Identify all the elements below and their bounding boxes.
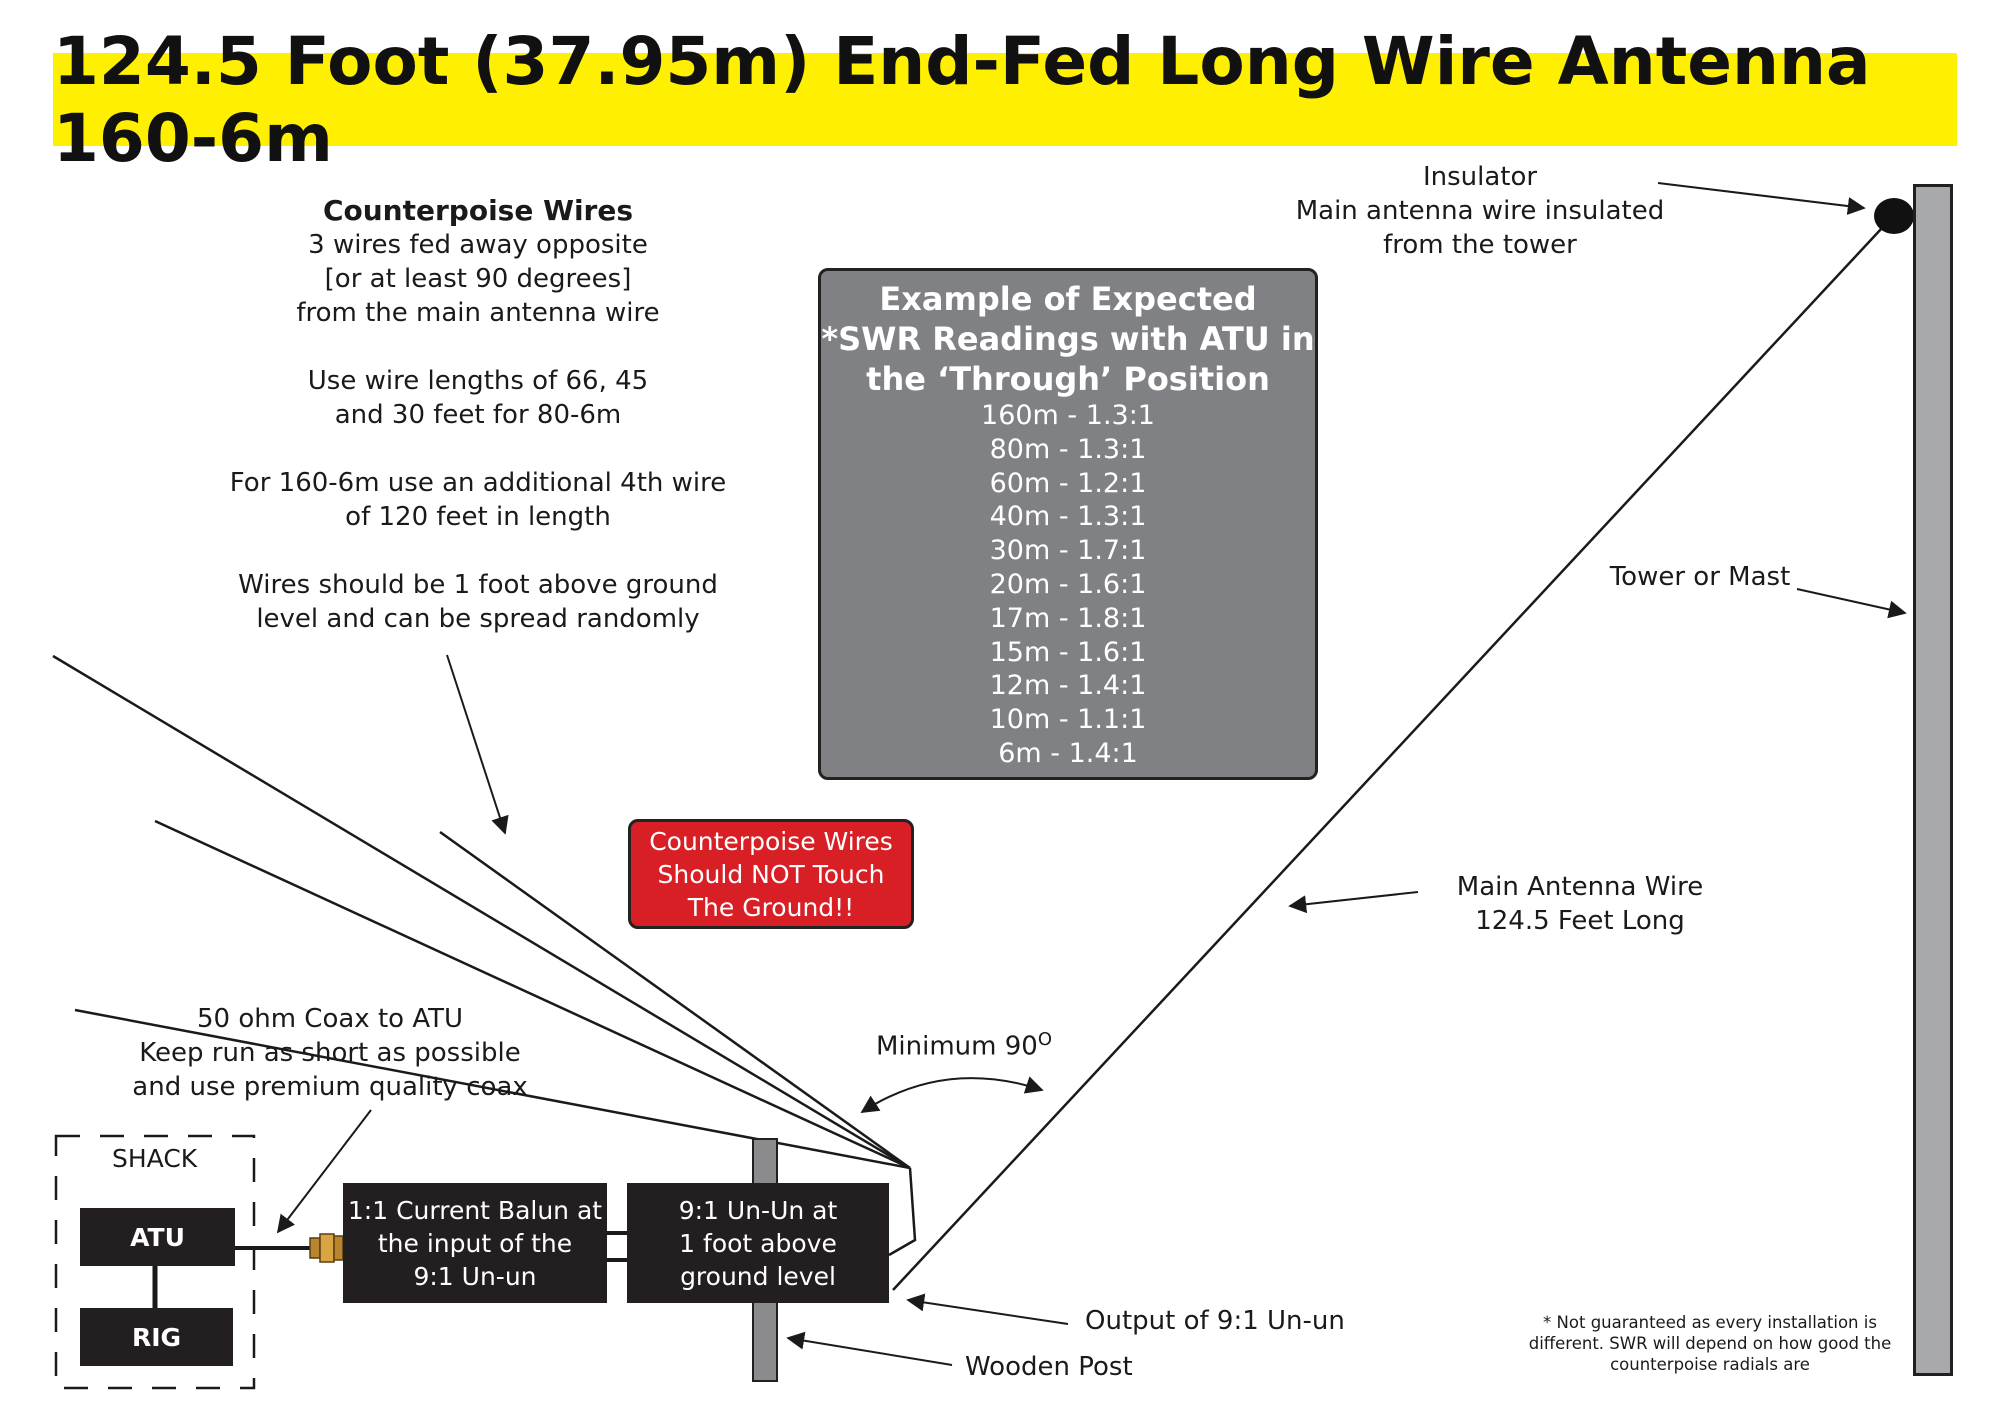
- swr-reading: 60m - 1.2:1: [989, 467, 1147, 499]
- balun-line: 9:1 Un-un: [413, 1261, 537, 1291]
- arrow-to-atu: [276, 1109, 372, 1234]
- coax-note: 50 ohm Coax to ATU Keep run as short as …: [110, 1002, 550, 1104]
- counterpoise-line: Use wire lengths of 66, 45: [307, 366, 649, 396]
- arrow-to-post: [786, 1331, 953, 1366]
- tower-mast: [1913, 184, 1953, 1376]
- coax-lines: [152, 1231, 627, 1308]
- disclaimer-line: different. SWR will depend on how good t…: [1528, 1334, 1892, 1353]
- post-label: Wooden Post: [965, 1352, 1133, 1382]
- counterpoise-line: and 30 feet for 80-6m: [334, 400, 622, 430]
- coax-note-line: 50 ohm Coax to ATU: [196, 1004, 464, 1034]
- swr-reading: 12m - 1.4:1: [989, 670, 1147, 702]
- swr-reading: 160m - 1.3:1: [981, 400, 1155, 431]
- counterpoise-line: For 160-6m use an additional 4th wire: [229, 468, 727, 498]
- main-wire-label-line: 124.5 Feet Long: [1475, 906, 1685, 936]
- swr-reading: 10m - 1.1:1: [989, 704, 1147, 736]
- arrow-to-main-wire: [1288, 891, 1419, 914]
- balun-box: 1:1 Current Balun at the input of the 9:…: [343, 1183, 607, 1303]
- swr-heading-line: *SWR Readings with ATU in: [821, 320, 1315, 358]
- angle-label: Minimum 90O: [876, 1029, 1052, 1062]
- arrow-to-tower: [1796, 588, 1907, 619]
- angle-label-text: Minimum 90: [876, 1031, 1038, 1062]
- counterpoise-wire-3: [439, 830, 911, 1170]
- main-wire-label-line: Main Antenna Wire: [1456, 872, 1704, 902]
- counterpoise-line: [178, 330, 778, 364]
- counterpoise-line: level and can be spread randomly: [256, 604, 700, 634]
- insulator-icon: [1874, 198, 1914, 234]
- shack-label: SHACK: [112, 1144, 198, 1173]
- swr-reading: 30m - 1.7:1: [989, 535, 1147, 567]
- unun-box: 9:1 Un-Un at 1 foot above ground level: [627, 1183, 889, 1303]
- page-title: 124.5 Foot (37.95m) End-Fed Long Wire An…: [53, 22, 1871, 177]
- tower-label: Tower or Mast: [1609, 562, 1791, 592]
- counterpoise-line: from the main antenna wire: [296, 298, 660, 328]
- degree-symbol: O: [1037, 1029, 1053, 1050]
- counterpoise-wire-2: [154, 819, 911, 1170]
- swr-reading: 6m - 1.4:1: [998, 737, 1138, 769]
- disclaimer-line: counterpoise radials are: [1610, 1355, 1810, 1374]
- unun-line: 9:1 Un-Un at: [678, 1195, 838, 1225]
- counterpoise-line: of 120 feet in length: [345, 502, 611, 532]
- insulator-line: from the tower: [1383, 230, 1577, 260]
- insulator-line: Main antenna wire insulated: [1295, 196, 1665, 226]
- main-wire-label: Main Antenna Wire 124.5 Feet Long: [1420, 870, 1740, 938]
- counterpoise-wire-1: [52, 654, 911, 1170]
- swr-heading-line: the ‘Through’ Position: [866, 360, 1270, 398]
- swr-reading: 15m - 1.6:1: [989, 636, 1147, 668]
- balun-line: 1:1 Current Balun at: [347, 1195, 603, 1225]
- arrow-to-counterpoise: [446, 654, 509, 835]
- coax-note-line: Keep run as short as possible: [139, 1038, 521, 1068]
- main-antenna-wire: [892, 227, 1883, 1291]
- disclaimer: * Not guaranteed as every installation i…: [1510, 1312, 1910, 1375]
- counterpoise-line: [178, 534, 778, 568]
- swr-heading-line: Example of Expected: [879, 280, 1257, 318]
- balun-line: the input of the: [377, 1228, 573, 1258]
- arrow-to-insulator: [1657, 182, 1866, 215]
- counterpoise-feed: [888, 1167, 917, 1257]
- coax-note-line: and use premium quality coax: [132, 1072, 528, 1102]
- warning-line: The Ground!!: [687, 893, 855, 922]
- rig-box: RIG: [80, 1308, 233, 1366]
- shack-boundary: [54, 1134, 256, 1390]
- arrow-to-output: [906, 1293, 1069, 1325]
- counterpoise-line: [178, 432, 778, 466]
- unun-line: 1 foot above: [679, 1228, 837, 1258]
- atu-box: ATU: [80, 1208, 235, 1266]
- warning-box: Counterpoise Wires Should NOT Touch The …: [628, 819, 914, 929]
- warning-line: Should NOT Touch: [657, 860, 885, 889]
- coax-connector-icon: [309, 1233, 344, 1263]
- counterpoise-line: Wires should be 1 foot above ground: [238, 570, 718, 600]
- swr-reading: 40m - 1.3:1: [989, 501, 1147, 533]
- swr-reading: 17m - 1.8:1: [989, 602, 1147, 634]
- counterpoise-line: [or at least 90 degrees]: [324, 264, 632, 294]
- output-label: Output of 9:1 Un-un: [1085, 1306, 1345, 1336]
- warning-line: Counterpoise Wires: [649, 827, 893, 856]
- swr-reading: 20m - 1.6:1: [989, 568, 1147, 600]
- title-banner: 124.5 Foot (37.95m) End-Fed Long Wire An…: [53, 23, 1957, 177]
- insulator-note: Insulator Main antenna wire insulated fr…: [1270, 160, 1690, 262]
- swr-readings-box: Example of Expected *SWR Readings with A…: [818, 268, 1318, 780]
- counterpoise-note: Counterpoise Wires 3 wires fed away oppo…: [178, 194, 778, 636]
- counterpoise-line: 3 wires fed away opposite: [308, 230, 648, 260]
- swr-reading: 80m - 1.3:1: [989, 433, 1147, 465]
- unun-line: ground level: [680, 1261, 836, 1291]
- counterpoise-heading: Counterpoise Wires: [322, 194, 634, 227]
- angle-arrow: [860, 1076, 1044, 1113]
- insulator-line: Insulator: [1422, 162, 1538, 192]
- disclaimer-line: * Not guaranteed as every installation i…: [1543, 1313, 1877, 1332]
